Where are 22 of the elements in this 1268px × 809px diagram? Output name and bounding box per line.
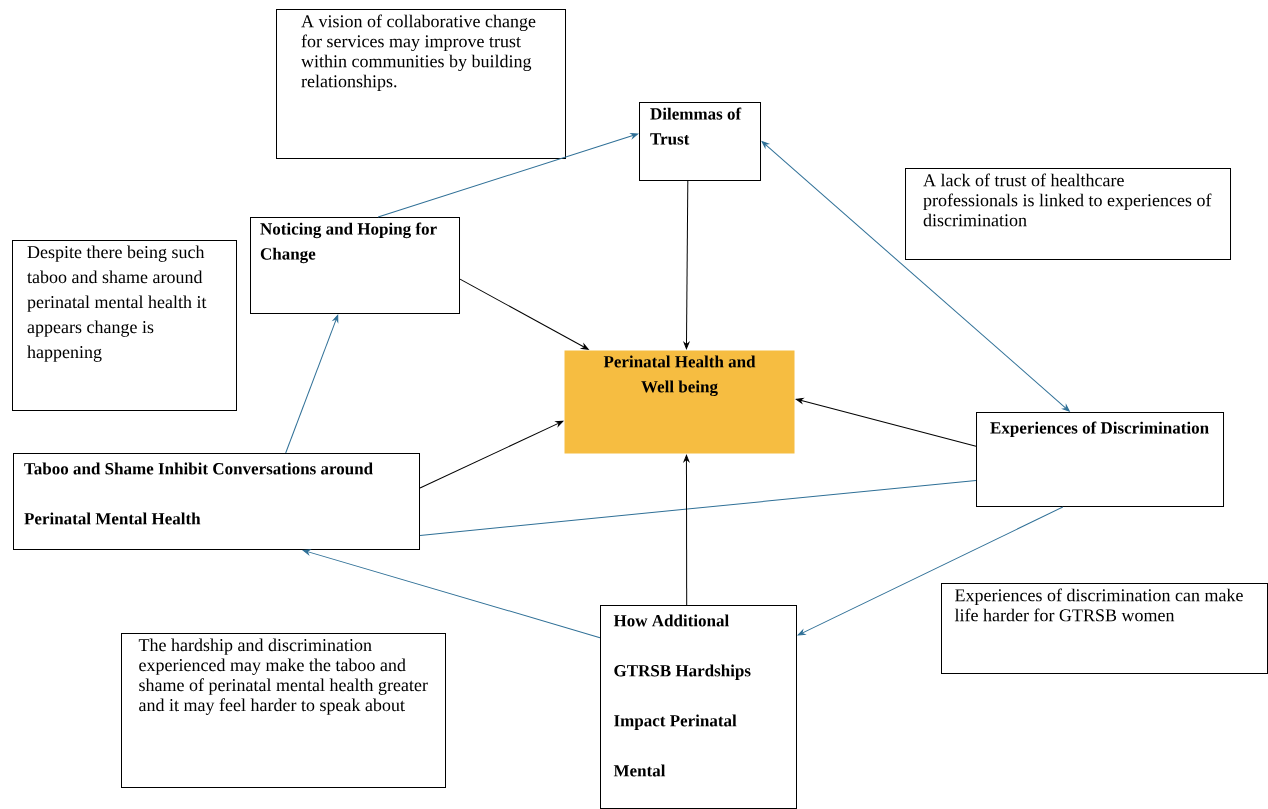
- arrow: [285, 314, 339, 454]
- theme-box: How Additional GTRSB Hardships Impact Perinatal Mental: [600, 605, 797, 809]
- arrow: [459, 278, 589, 350]
- arrow: [683, 180, 690, 350]
- note-box: The hardship and discrimination experienced may make the taboo and shame of perinatal mental health greater and it may feel harder to speak about: [121, 633, 446, 788]
- theme-box: Noticing and Hoping for Change: [250, 217, 460, 314]
- arrow: [683, 454, 690, 606]
- theme-box: Experiences of Discrimination: [976, 412, 1224, 507]
- note-box: A lack of trust of healthcare professionals is linked to experiences of discrimination: [905, 168, 1231, 260]
- arrow: [761, 141, 1070, 412]
- note-box: Experiences of discrimination can make life harder for GTRSB women: [941, 583, 1268, 674]
- theme-box: Taboo and Shame Inhibit Conversations around Perinatal Mental Health: [13, 453, 420, 550]
- note-box: A vision of collaborative change for services may improve trust within communities by building relationships.: [276, 9, 566, 159]
- arrow: [377, 133, 639, 218]
- connector-line: [419, 479, 977, 536]
- arrow: [419, 420, 564, 489]
- arrow: [797, 506, 1064, 636]
- arrow: [302, 549, 601, 639]
- theme-box: Dilemmas of Trust: [639, 102, 761, 181]
- arrow: [795, 397, 977, 447]
- note-box: Despite there being such taboo and shame around perinatal mental health it appears change is happening: [12, 240, 237, 411]
- central-box: Perinatal Health and Well being: [564, 350, 795, 454]
